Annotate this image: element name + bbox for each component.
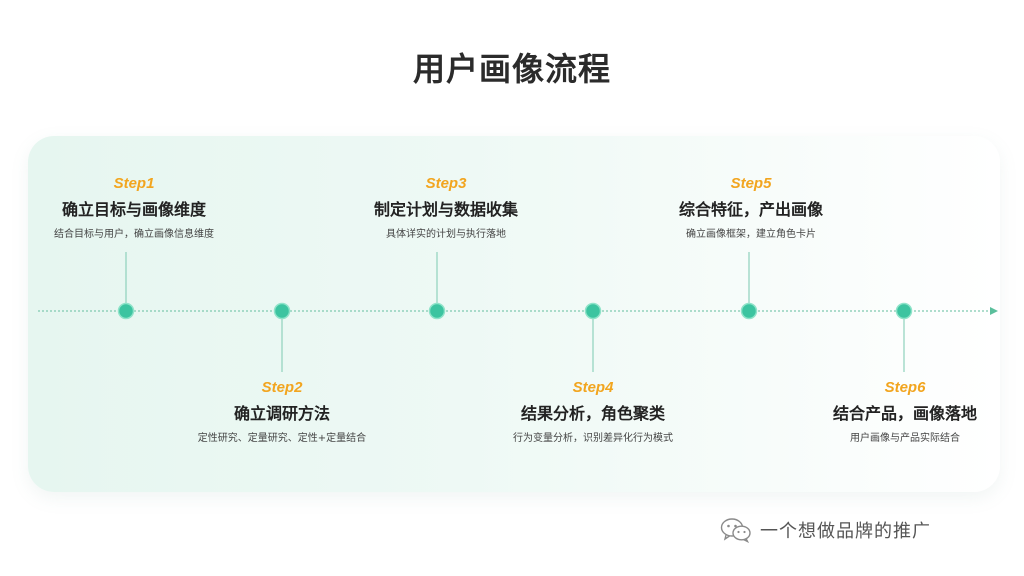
timeline-panel bbox=[28, 136, 1000, 492]
step-title: 制定计划与数据收集 bbox=[373, 200, 518, 219]
step-label: Step5 bbox=[730, 175, 772, 192]
step-label: Step4 bbox=[572, 379, 614, 396]
step-title: 确立目标与画像维度 bbox=[61, 200, 206, 219]
step-desc: 结合目标与用户，确立画像信息维度 bbox=[54, 229, 214, 240]
step-desc: 确立画像框架，建立角色卡片 bbox=[686, 229, 816, 240]
step-label: Step2 bbox=[261, 379, 303, 396]
step-6: Step6 结合产品，画像落地 用户画像与产品实际结合 bbox=[785, 379, 1024, 446]
step-desc: 行为变量分析，识别差异化行为模式 bbox=[513, 433, 673, 444]
watermark-text: 一个想做品牌的推广 bbox=[760, 521, 931, 542]
step-title: 结果分析，角色聚类 bbox=[520, 404, 665, 423]
step-3: Step3 制定计划与数据收集 具体详实的计划与执行落地 bbox=[326, 175, 566, 242]
step-title: 综合特征，产出画像 bbox=[678, 200, 823, 219]
step-desc: 用户画像与产品实际结合 bbox=[850, 433, 960, 444]
page-title: 用户画像流程 bbox=[412, 50, 611, 88]
step-desc: 定性研究、定量研究、定性+定量结合 bbox=[197, 433, 367, 444]
step-4: Step4 结果分析，角色聚类 行为变量分析，识别差异化行为模式 bbox=[473, 379, 713, 446]
step-label: Step6 bbox=[884, 379, 926, 396]
step-title: 结合产品，画像落地 bbox=[832, 404, 977, 423]
wechat-icon bbox=[720, 518, 751, 543]
step-title: 确立调研方法 bbox=[233, 404, 330, 423]
step-label: Step1 bbox=[113, 175, 155, 192]
step-5: Step5 综合特征，产出画像 确立画像框架，建立角色卡片 bbox=[631, 175, 871, 242]
step-2: Step2 确立调研方法 定性研究、定量研究、定性+定量结合 bbox=[162, 379, 402, 446]
step-desc: 具体详实的计划与执行落地 bbox=[386, 229, 506, 240]
step-label: Step3 bbox=[425, 175, 467, 192]
step-1: Step1 确立目标与画像维度 结合目标与用户，确立画像信息维度 bbox=[14, 175, 254, 242]
watermark: 一个想做品牌的推广 bbox=[720, 515, 931, 545]
